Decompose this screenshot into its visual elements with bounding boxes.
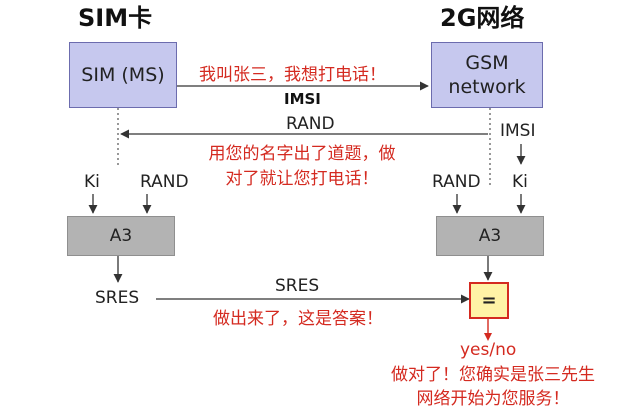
a3-right-box: A3 xyxy=(436,216,544,256)
sres-left-label: SRES xyxy=(95,288,140,308)
annotation-request-call: 我叫张三，我想打电话！ xyxy=(199,65,386,85)
imsi-right-label: IMSI xyxy=(500,121,536,141)
rand-right-label: RAND xyxy=(432,172,481,192)
gsm-label-line1: GSM xyxy=(465,52,509,74)
flow-connectors xyxy=(88,81,526,341)
annotation-verified-line2: 网络开始为您服务！ xyxy=(416,389,570,409)
compare-symbol: = xyxy=(481,290,497,311)
a3-left-box: A3 xyxy=(67,216,175,256)
rand-arrow-label: RAND xyxy=(286,114,335,134)
annotation-challenge: 用您的名字出了道题，做 对了就让您打电话！ xyxy=(196,142,408,192)
rand-left-label: RAND xyxy=(140,172,189,192)
a3-left-label: A3 xyxy=(109,226,133,246)
sim-ms-box: SIM (MS) xyxy=(69,42,177,108)
annotation-verified-line1: 做对了！您确实是张三先生 xyxy=(391,365,595,385)
gsm-label-line2: network xyxy=(448,76,526,98)
sim-ms-label: SIM (MS) xyxy=(81,64,165,86)
annotation-challenge-line2: 对了就让您打电话！ xyxy=(225,169,379,189)
sim-card-heading: SIM卡 xyxy=(78,4,153,32)
annotation-answer: 做出来了，这是答案！ xyxy=(213,309,383,329)
compare-box: = xyxy=(469,282,509,319)
annotation-verified: 做对了！您确实是张三先生 网络开始为您服务！ xyxy=(352,363,634,411)
yes-no-label: yes/no xyxy=(460,340,517,360)
annotation-challenge-line1: 用您的名字出了道题，做 xyxy=(208,144,396,164)
ki-left-label: Ki xyxy=(84,172,100,192)
imsi-arrow-label: IMSI xyxy=(284,90,321,108)
network-heading: 2G网络 xyxy=(440,4,525,32)
a3-right-label: A3 xyxy=(478,226,502,246)
gsm-network-box: GSM network xyxy=(431,42,543,108)
ki-right-label: Ki xyxy=(512,172,528,192)
sres-arrow-label: SRES xyxy=(275,276,320,296)
